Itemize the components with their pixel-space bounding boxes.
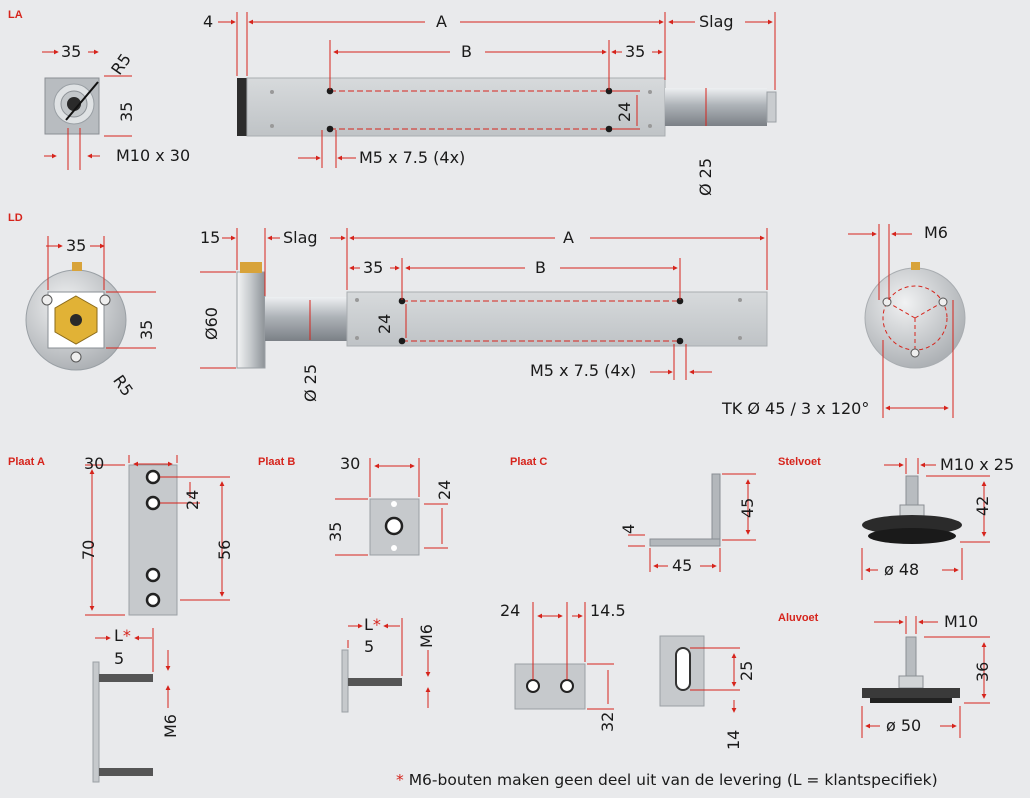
plaat-a-pitch1-label: 24 <box>183 489 202 510</box>
section-title-plaat-b: Plaat B <box>258 456 296 468</box>
plaat-a-width-label: 30 <box>84 454 105 473</box>
la-side-view <box>237 77 777 137</box>
plaat-c-slot-offset-label: 14 <box>724 729 743 750</box>
ld-flange-thread-label: M6 <box>924 223 948 242</box>
plaat-a-pitch2-label: 56 <box>215 539 234 560</box>
plaat-b-thickness-label: 5 <box>364 637 375 656</box>
plaat-c-edge-label: 14.5 <box>590 601 626 620</box>
la-rod-dia-label: Ø 25 <box>696 157 715 196</box>
plaat-c-slot-label: 25 <box>737 660 756 681</box>
plaat-a-height-label: 70 <box>79 539 98 560</box>
plaat-b-pitch-label: 24 <box>435 479 454 500</box>
la-hole-pitch-label: 24 <box>615 101 634 122</box>
la-thread-label: M10 x 30 <box>116 146 191 165</box>
plaat-b-height-label: 35 <box>326 521 345 542</box>
ld-flange-dia-label: Ø60 <box>202 307 221 340</box>
footnote-text: M6-bouten maken geen deel uit van de lev… <box>408 771 938 789</box>
la-end-height-label: 35 <box>117 101 136 122</box>
plaat-b-length-label: L* <box>364 615 381 634</box>
section-title-plaat-a: Plaat A <box>8 456 45 468</box>
plaat-a-length-label: L* <box>114 626 131 645</box>
ld-stroke-label: Slag <box>283 228 318 247</box>
section-title-aluvoet: Aluvoet <box>778 612 819 624</box>
plaat-c-leg-h-label: 45 <box>738 497 757 518</box>
aluvoet-dia-label: ø 50 <box>886 716 922 735</box>
plaat-c-pitch-label: 24 <box>500 601 521 620</box>
ld-end-height-label: 35 <box>137 319 156 340</box>
la-length-b-label: B <box>461 42 472 61</box>
section-title-ld: LD <box>8 212 23 224</box>
section-title-plaat-c: Plaat C <box>510 456 548 468</box>
footnote-star: * <box>396 771 404 789</box>
ld-hole-offset-label: 35 <box>363 258 384 277</box>
ld-length-b-label: B <box>535 258 546 277</box>
plaat-b-plate <box>369 498 420 556</box>
plaat-b-length-star: * <box>372 615 381 634</box>
footnote: * M6-bouten maken geen deel uit van de l… <box>396 771 938 789</box>
ld-flange-view <box>864 262 966 369</box>
section-title-la: LA <box>8 9 23 21</box>
ld-length-a-label: A <box>563 228 574 247</box>
dimension-lines <box>42 12 990 738</box>
ld-bolt-circle-label: TK Ø 45 / 3 x 120° <box>722 399 870 418</box>
plaat-b-width-label: 30 <box>340 454 361 473</box>
ld-rod-dia-label: Ø 25 <box>301 363 320 402</box>
la-holes-label: M5 x 7.5 (4x) <box>359 148 466 167</box>
plaat-c-leg-w-label: 45 <box>672 556 693 575</box>
plaat-c-slot <box>659 635 705 707</box>
stelvoet-foot <box>862 475 962 544</box>
ld-side-view <box>236 262 768 369</box>
plaat-c-height-label: 32 <box>598 711 617 732</box>
la-end-width-label: 35 <box>61 42 82 61</box>
ld-end-view <box>25 262 127 371</box>
stelvoet-height-label: 42 <box>973 495 992 516</box>
la-end-view <box>44 77 100 135</box>
la-hole-offset-label: 35 <box>625 42 646 61</box>
plaat-c-thickness-label: 4 <box>619 523 638 534</box>
la-cap-label: 4 <box>203 12 214 31</box>
section-title-stelvoet: Stelvoet <box>778 456 821 468</box>
plaat-a-length-star: * <box>122 626 131 645</box>
la-stroke-label: Slag <box>699 12 734 31</box>
plaat-a-plate <box>128 464 178 616</box>
plaat-b-side <box>341 649 402 713</box>
stelvoet-dia-label: ø 48 <box>884 560 920 579</box>
ld-flange-label: 15 <box>200 228 221 247</box>
plaat-a-bolt-label: M6 <box>161 714 180 738</box>
ld-holes-label: M5 x 7.5 (4x) <box>530 361 637 380</box>
plaat-b-bolt-label: M6 <box>417 624 436 648</box>
ld-end-width-label: 35 <box>66 236 87 255</box>
ld-hole-pitch-label: 24 <box>375 313 394 334</box>
plaat-c-angle <box>649 473 721 547</box>
aluvoet-height-label: 36 <box>973 661 992 682</box>
aluvoet-thread-label: M10 <box>944 612 979 631</box>
plaat-a-thickness-label: 5 <box>114 649 125 668</box>
aluvoet-foot <box>862 636 960 703</box>
plaat-c-front <box>514 663 586 710</box>
la-length-a-label: A <box>436 12 447 31</box>
stelvoet-thread-label: M10 x 25 <box>940 455 1015 474</box>
plaat-a-side <box>92 661 153 783</box>
